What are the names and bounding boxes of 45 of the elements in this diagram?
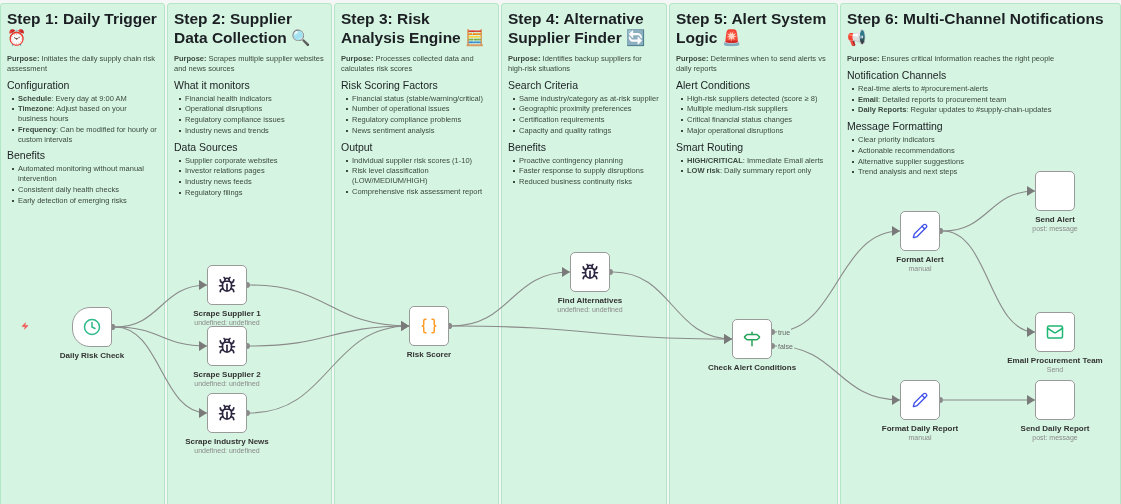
connector-arrow xyxy=(942,230,1036,336)
node-name: Format Alert xyxy=(896,255,944,264)
section-heading: Benefits xyxy=(7,149,46,162)
panel-title: Step 4: Alternative Supplier Finder 🔄 xyxy=(508,10,646,48)
connector-arrow xyxy=(612,271,733,344)
node-name: Scrape Supplier 2 xyxy=(193,370,261,379)
panel-title: Step 2: Supplier Data Collection 🔍 xyxy=(174,10,312,48)
section-heading: Notification Channels xyxy=(847,68,948,81)
node-name: Format Daily Report xyxy=(881,424,959,433)
section-heading: Smart Routing xyxy=(676,140,745,153)
section-heading: Benefits xyxy=(508,140,547,153)
sticky-note-panel xyxy=(334,3,499,504)
node-name: Send Daily Report xyxy=(1020,424,1090,433)
node-name: Scrape Industry News xyxy=(185,437,269,446)
node-name: Find Alternatives xyxy=(557,296,623,305)
connector-arrow xyxy=(942,395,1036,405)
panel-title: Step 5: Alert System Logic 🚨 xyxy=(676,10,828,48)
node-name: Email Procurement Team xyxy=(1007,356,1103,365)
sticky-note-panel xyxy=(669,3,838,504)
connector-arrow xyxy=(774,345,901,405)
section-heading: Risk Scoring Factors xyxy=(341,78,439,91)
section-heading: Alert Conditions xyxy=(676,78,752,91)
node-name: Send Alert xyxy=(1035,215,1075,224)
node-name: Scrape Supplier 1 xyxy=(193,309,261,318)
node-name: Risk Scorer xyxy=(406,350,452,359)
connector-arrow xyxy=(114,326,208,351)
connector-arrow xyxy=(114,326,208,417)
panel-title: Step 1: Daily Trigger ⏰ xyxy=(7,10,158,48)
section-heading: Message Formatting xyxy=(847,120,944,133)
connector-arrow xyxy=(249,321,410,414)
section-heading: Data Sources xyxy=(174,140,239,153)
section-heading: What it monitors xyxy=(174,78,251,91)
section-heading: Output xyxy=(341,140,374,153)
connector-arrow xyxy=(942,186,1036,232)
panel-title: Step 6: Multi-Channel Notifications 📢 xyxy=(847,10,1105,48)
panel-title: Step 3: Risk Analysis Engine 🧮 xyxy=(341,10,486,48)
sticky-note-panel xyxy=(167,3,332,504)
section-heading: Search Criteria xyxy=(508,78,580,91)
sticky-note-panel xyxy=(840,3,1121,504)
section-heading: Configuration xyxy=(7,78,71,91)
sticky-note-panel xyxy=(501,3,667,504)
sticky-note-panel xyxy=(0,3,165,504)
connector-arrow xyxy=(774,227,901,333)
node-name: Check Alert Conditions xyxy=(707,363,797,372)
node-name: Daily Risk Check xyxy=(59,351,125,360)
